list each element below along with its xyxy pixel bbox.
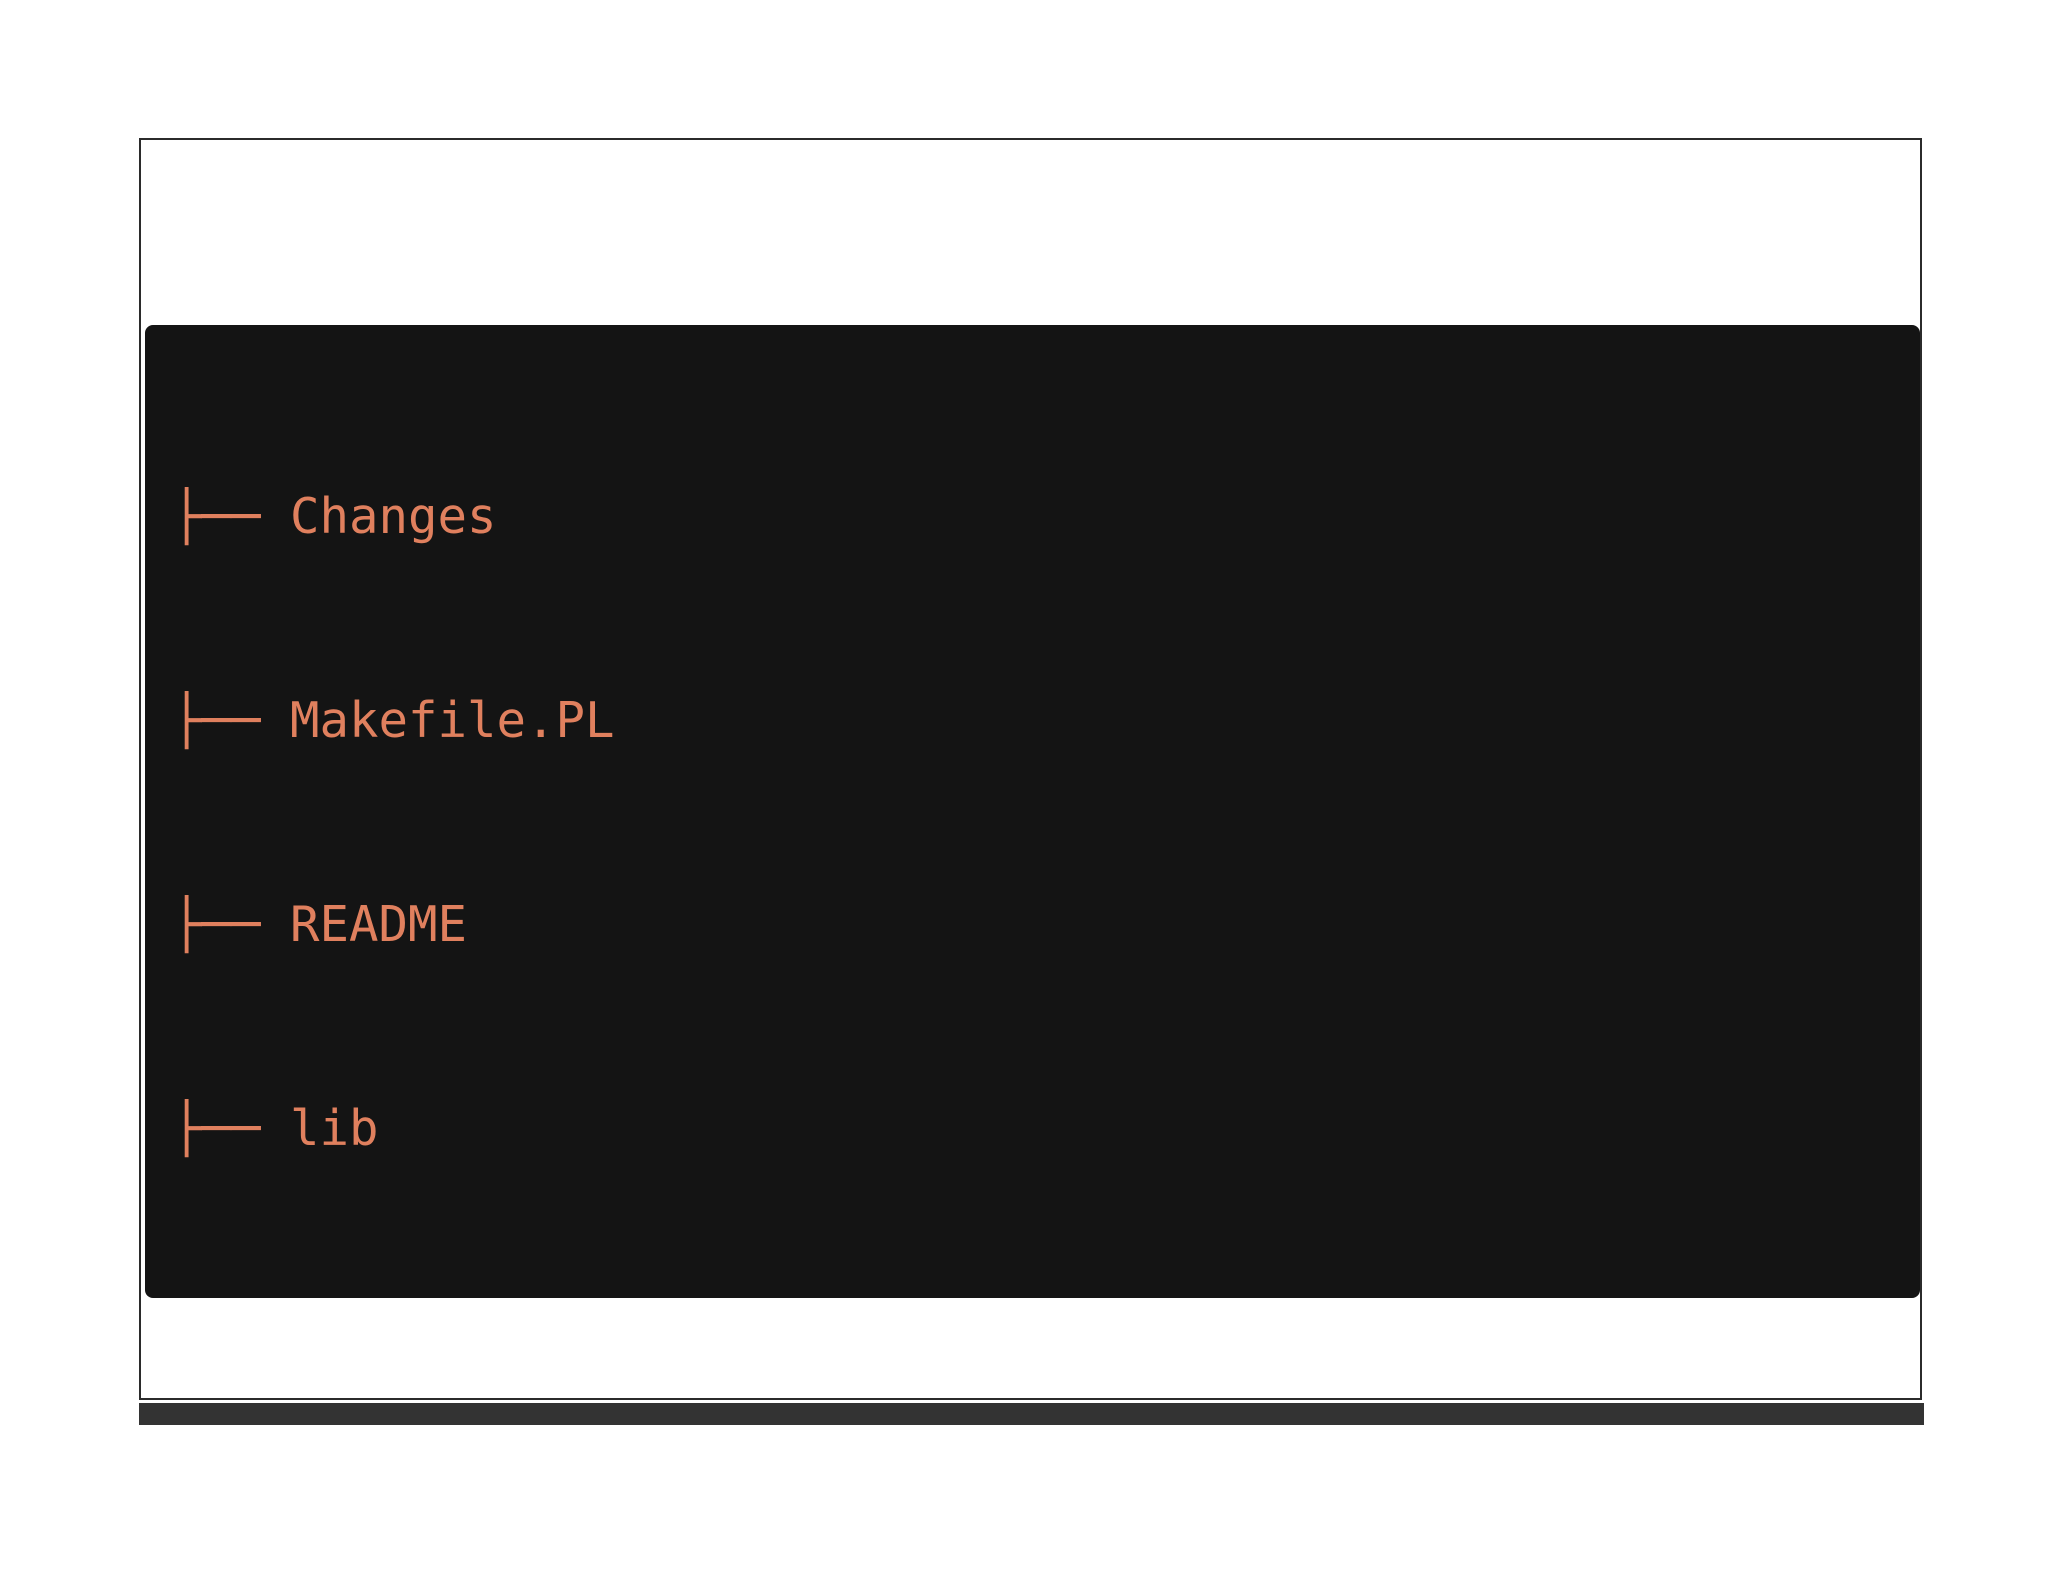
- tree-entry-name[interactable]: Changes: [290, 488, 497, 545]
- tree-entry-name[interactable]: lib: [290, 1100, 379, 1157]
- tree-row: ├── lib: [172, 1095, 1920, 1163]
- window-bottom-shadow-bar: [139, 1403, 1924, 1425]
- tree-branch-glyph: ├──: [172, 692, 291, 749]
- window-bottom-blank-area: [141, 1298, 1920, 1398]
- tree-entry-name[interactable]: Makefile.PL: [290, 692, 615, 749]
- tree-row: ├── Makefile.PL: [172, 687, 1920, 755]
- directory-tree-output: ├── Changes ├── Makefile.PL ├── README ├…: [145, 325, 1920, 1298]
- tree-row: ├── Changes: [172, 483, 1920, 551]
- tree-branch-glyph: ├──: [172, 1100, 291, 1157]
- tree-branch-glyph: ├──: [172, 488, 291, 545]
- tree-row: ├── README: [172, 891, 1920, 959]
- window-top-blank-area: [141, 140, 1920, 325]
- tree-branch-glyph: ├──: [172, 896, 291, 953]
- terminal-surface[interactable]: ├── Changes ├── Makefile.PL ├── README ├…: [145, 325, 1920, 1298]
- tree-entry-name[interactable]: README: [290, 896, 468, 953]
